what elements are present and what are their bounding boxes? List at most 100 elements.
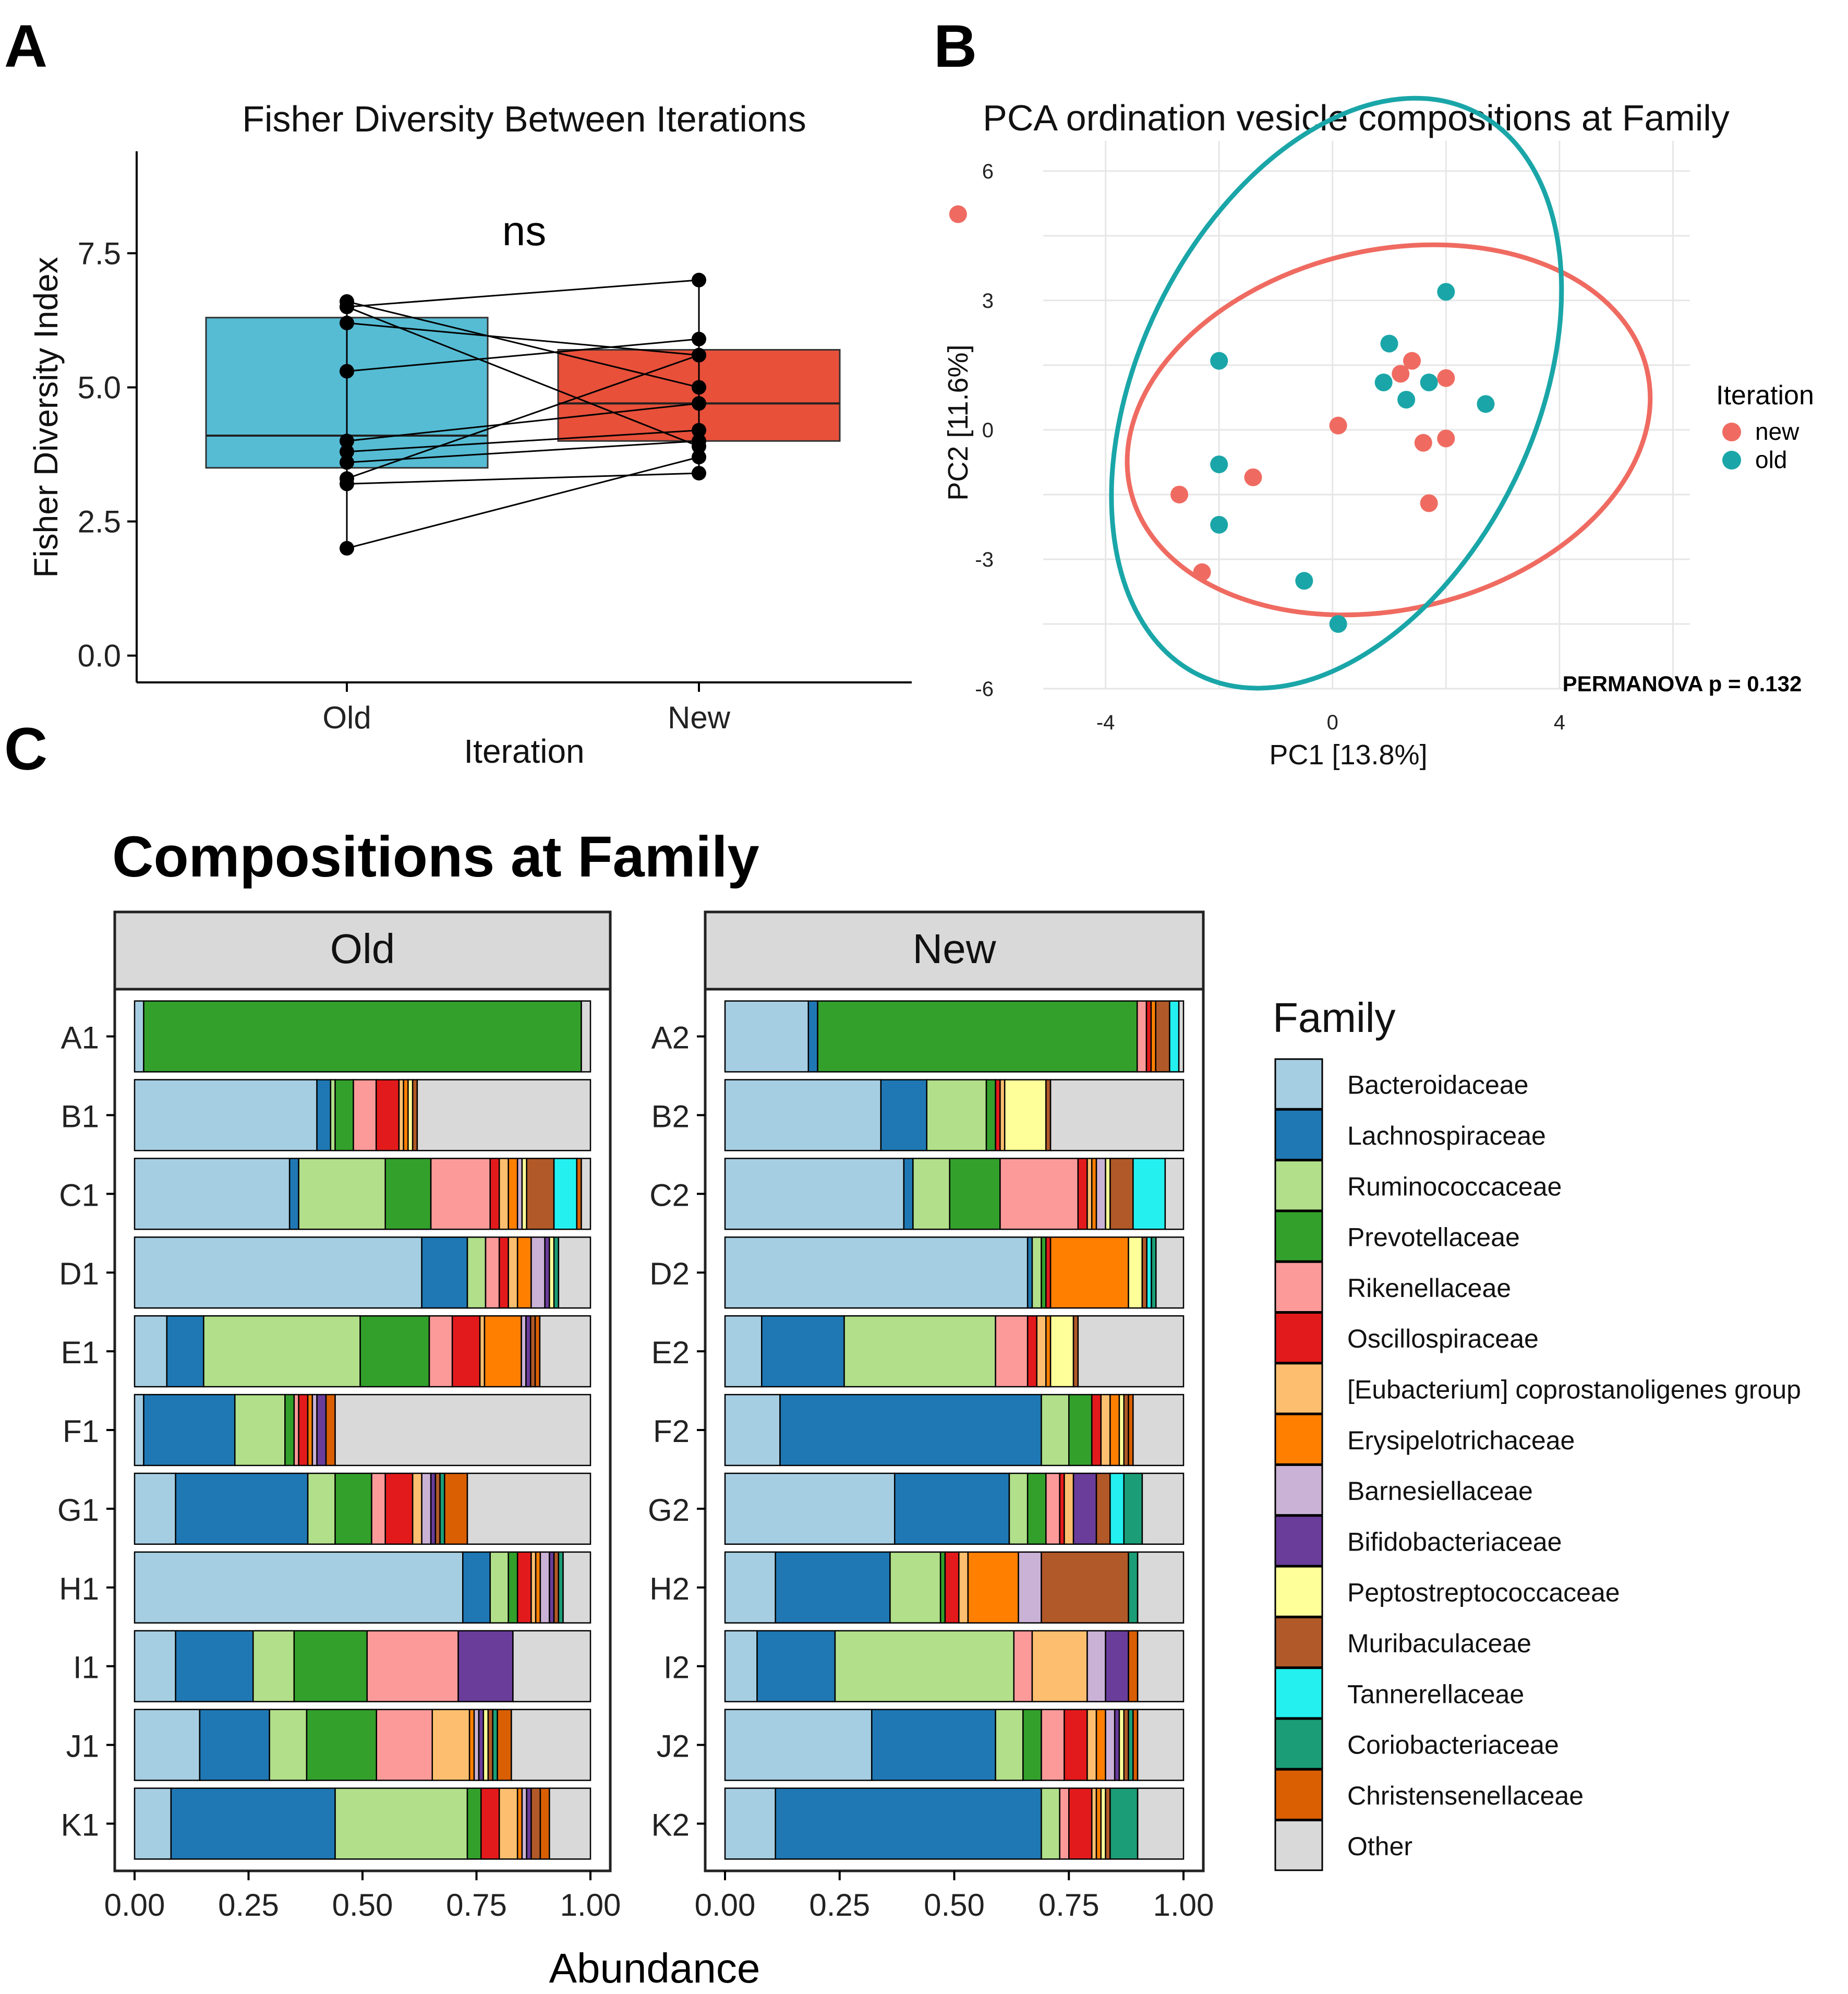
bar-segment-lachnospiraceae bbox=[462, 1551, 491, 1624]
y-tick-label: 0.0 bbox=[78, 639, 121, 674]
bar-segment-other bbox=[416, 1079, 591, 1151]
pair-line bbox=[346, 306, 699, 447]
legend-swatch bbox=[1274, 1312, 1323, 1364]
bar-segment-bacteroidaceae bbox=[134, 1787, 172, 1860]
panel-letter-a: A bbox=[4, 13, 47, 80]
bar-segment-ruminococcaceae bbox=[203, 1315, 361, 1388]
bar-segment-christensenellaceae bbox=[534, 1315, 541, 1388]
chart-a-ylabel: Fisher Diversity Index bbox=[27, 257, 65, 578]
bar-segment-lachnospiraceae bbox=[756, 1630, 836, 1702]
y-tick-label: -3 bbox=[975, 548, 994, 571]
legend-swatch bbox=[1274, 1413, 1323, 1465]
bar-segment-ruminococcaceae bbox=[252, 1630, 295, 1702]
bar-segment-prevotellaceae bbox=[1041, 1236, 1047, 1309]
point-old bbox=[1295, 572, 1313, 590]
point-new bbox=[1437, 429, 1455, 448]
chart-c-legend: Family BacteroidaceaeLachnospiraceaeRumi… bbox=[1273, 994, 1801, 1871]
bar-segment-oscillospiraceae bbox=[384, 1472, 414, 1545]
x-tick-label: 0.50 bbox=[332, 1888, 393, 1923]
bar-segment-tannerellaceae bbox=[1169, 1000, 1180, 1073]
legend-label: Other bbox=[1347, 1832, 1412, 1861]
bar-segment-oscillospiraceae bbox=[1059, 1472, 1065, 1545]
bar-segment-eubacterium-coprostanoligenes-group bbox=[412, 1472, 422, 1545]
pair-line bbox=[346, 279, 699, 308]
legend-label: Rikenellaceae bbox=[1347, 1274, 1511, 1303]
legend-swatch bbox=[1274, 1109, 1323, 1161]
bar-segment-oscillospiraceae bbox=[375, 1079, 400, 1151]
bar-segment-other bbox=[1164, 1158, 1185, 1230]
bar-segment-muribaculaceae bbox=[434, 1472, 441, 1545]
bar-segment-eubacterium-coprostanoligenes-group bbox=[1036, 1315, 1047, 1388]
bar-segment-muribaculaceae bbox=[487, 1709, 493, 1781]
legend-label: Bacteroidaceae bbox=[1347, 1071, 1528, 1100]
sample-label: A1 bbox=[61, 1020, 99, 1055]
x-tick-label: 0.25 bbox=[809, 1888, 870, 1923]
pair-line bbox=[346, 440, 699, 463]
chart-b-points bbox=[949, 205, 1495, 633]
sample-label: I1 bbox=[73, 1650, 99, 1685]
bar-segment-rikenellaceae bbox=[485, 1236, 500, 1309]
point-new bbox=[1392, 365, 1410, 383]
bar-segment-eubacterium-coprostanoligenes-group bbox=[1100, 1394, 1111, 1467]
sample-label: B2 bbox=[651, 1099, 690, 1134]
bar-segment-other bbox=[581, 1000, 591, 1073]
bar-segment-ruminococcaceae bbox=[995, 1709, 1024, 1781]
facet-strip bbox=[704, 910, 1205, 991]
y-tick-label: 3 bbox=[982, 290, 994, 313]
bar-segment-ruminococcaceae bbox=[298, 1158, 386, 1230]
bar-segment-christensenellaceae bbox=[576, 1158, 582, 1230]
bar-segment-other bbox=[1137, 1787, 1185, 1860]
bar-segment-coriobacteriaceae bbox=[1123, 1472, 1143, 1545]
bar-segment-lachnospiraceae bbox=[170, 1787, 336, 1860]
sample-label: H2 bbox=[649, 1571, 690, 1606]
bar-segment-rikenellaceae bbox=[1041, 1709, 1065, 1781]
bar-segment-muribaculaceae bbox=[1095, 1472, 1111, 1545]
bar-segment-bacteroidaceae bbox=[134, 1315, 168, 1388]
bar-segment-barnesiellaceae bbox=[1086, 1630, 1106, 1702]
sample-label: K1 bbox=[61, 1807, 99, 1842]
chart-c-xlabel: Abundance bbox=[549, 1945, 760, 1991]
bar-segment-ruminococcaceae bbox=[234, 1394, 286, 1467]
point-new bbox=[1414, 434, 1432, 452]
data-point-old bbox=[340, 476, 354, 491]
bar-segment-eubacterium-coprostanoligenes-group bbox=[498, 1158, 509, 1230]
bar-segment-bifidobacteriaceae bbox=[316, 1394, 327, 1467]
bar-segment-other bbox=[549, 1787, 591, 1860]
chart-a-xlabel: Iteration bbox=[464, 732, 584, 770]
bar-segment-rikenellaceae bbox=[366, 1630, 459, 1702]
bar-segment-oscillospiraceae bbox=[480, 1787, 500, 1860]
bar-segment-christensenellaceae bbox=[1128, 1394, 1134, 1467]
chart-a-annotation: ns bbox=[502, 208, 547, 254]
bar-segment-erysipelotrichaceae bbox=[403, 1079, 409, 1151]
bar-segment-eubacterium-coprostanoligenes-group bbox=[1086, 1158, 1093, 1230]
legend-label: Peptostreptococcaceae bbox=[1347, 1578, 1620, 1607]
bar-segment-bacteroidaceae bbox=[134, 1472, 176, 1545]
data-point-old bbox=[340, 540, 354, 556]
legend-swatch bbox=[1274, 1363, 1323, 1414]
bar-segment-bacteroidaceae bbox=[724, 1630, 758, 1702]
panel-letter-b: B bbox=[934, 13, 977, 80]
bar-segment-eubacterium-coprostanoligenes-group bbox=[1064, 1472, 1074, 1545]
bar-segment-lachnospiraceae bbox=[421, 1236, 468, 1309]
bar-segment-eubacterium-coprostanoligenes-group bbox=[958, 1551, 969, 1624]
bar-segment-bacteroidaceae bbox=[724, 1236, 1029, 1309]
data-point-new bbox=[692, 347, 706, 363]
bar-segment-erysipelotrichaceae bbox=[967, 1551, 1019, 1624]
bar-segment-tannerellaceae bbox=[1109, 1472, 1125, 1545]
bar-segment-prevotellaceae bbox=[293, 1630, 368, 1702]
sample-label: C1 bbox=[59, 1178, 99, 1212]
bar-segment-rikenellaceae bbox=[353, 1079, 377, 1151]
bar-segment-eubacterium-coprostanoligenes-group bbox=[431, 1709, 470, 1781]
bar-segment-erysipelotrichaceae bbox=[468, 1709, 475, 1781]
bar-segment-lachnospiraceae bbox=[775, 1551, 891, 1624]
bar-segment-barnesiellaceae bbox=[421, 1472, 432, 1545]
bar-segment-lachnospiraceae bbox=[880, 1079, 928, 1151]
bar-segment-eubacterium-coprostanoligenes-group bbox=[1091, 1787, 1097, 1860]
legend-swatch bbox=[1274, 1210, 1323, 1262]
bar-segment-lachnospiraceae bbox=[143, 1394, 236, 1467]
data-point-new bbox=[692, 331, 706, 346]
bar-segment-bifidobacteriaceae bbox=[526, 1787, 532, 1860]
bar-segment-barnesiellaceae bbox=[521, 1315, 527, 1388]
data-point-old bbox=[340, 299, 354, 315]
